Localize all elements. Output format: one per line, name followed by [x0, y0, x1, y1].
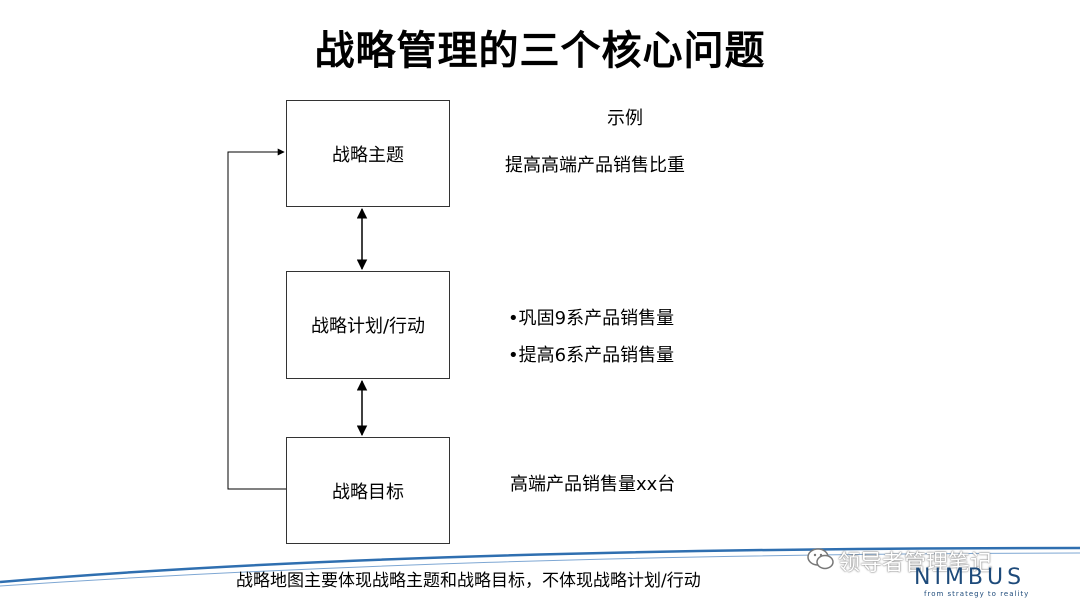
- box-strategic-plan-label: 战略计划/行动: [310, 316, 426, 337]
- example-goal-text: 高端产品销售量xx台: [510, 474, 676, 495]
- nimbus-tagline: from strategy to reality: [924, 590, 1030, 598]
- example-plan-item: •提高6系产品销售量: [508, 345, 675, 366]
- box-strategic-theme-label: 战略主题: [332, 144, 404, 166]
- watermark-text: 领导者管理笔记: [838, 551, 993, 576]
- box-strategic-goal-label: 战略目标: [332, 481, 404, 503]
- example-header: 示例: [607, 108, 643, 129]
- example-plan-item: •巩固9系产品销售量: [508, 308, 675, 329]
- box-strategic-theme: 战略主题: [286, 100, 450, 207]
- box-strategic-plan: 战略计划/行动: [286, 271, 450, 379]
- box-strategic-goal: 战略目标: [286, 437, 450, 544]
- footer-note: 战略地图主要体现战略主题和战略目标，不体现战略计划/行动: [236, 571, 701, 591]
- decorative-swoosh-primary: [0, 546, 1080, 584]
- nimbus-logo: NIMBUS: [914, 565, 1026, 590]
- decorative-swoosh-secondary: [0, 552, 1080, 587]
- example-theme-text: 提高高端产品销售比重: [505, 155, 685, 176]
- wechat-icon: [807, 548, 834, 570]
- feedback-loop-arrow: [227, 148, 286, 490]
- page-title: 战略管理的三个核心问题: [314, 28, 766, 74]
